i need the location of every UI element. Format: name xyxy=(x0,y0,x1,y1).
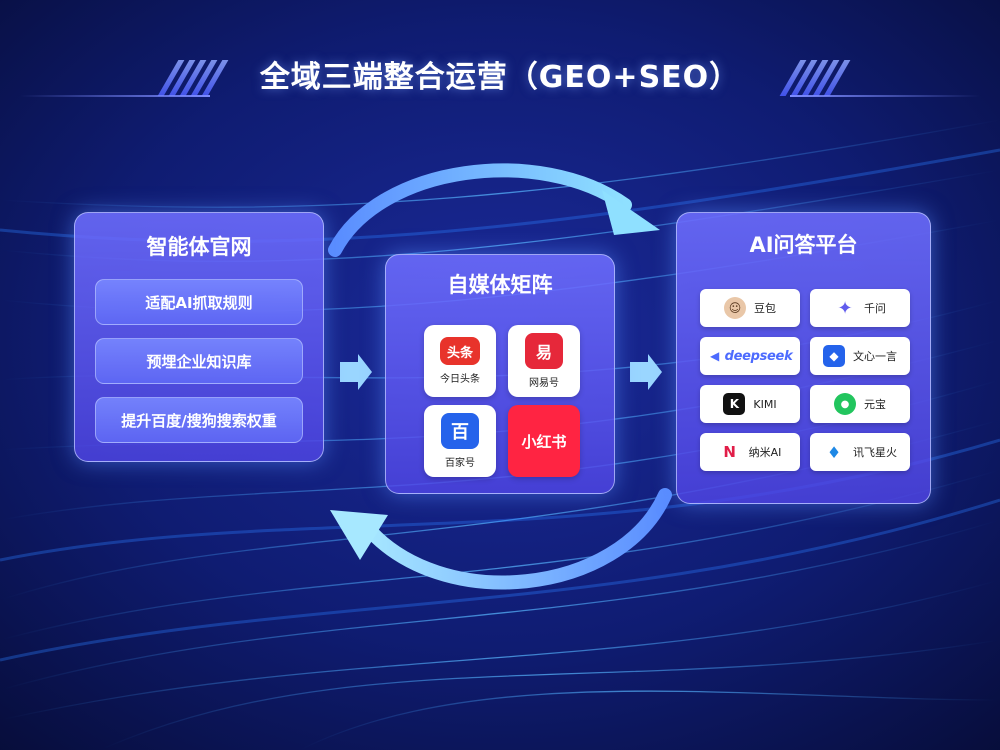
website-panel: 智能体官网 适配AI抓取规则 预埋企业知识库 提升百度/搜狗搜索权重 xyxy=(74,212,324,462)
doubao-icon: ☺ xyxy=(724,297,746,319)
ai-card-kimi: K KIMI xyxy=(700,385,800,423)
feature-item: 预埋企业知识库 xyxy=(95,338,303,384)
wenxin-icon: ◆ xyxy=(823,345,845,367)
bottom-cycle-arrow xyxy=(358,488,672,590)
feature-item: 提升百度/搜狗搜索权重 xyxy=(95,397,303,443)
app-name: 网易号 xyxy=(529,378,559,389)
ai-card-wenxin: ◆ 文心一言 xyxy=(810,337,910,375)
ai-card-namiai: N 纳米AI xyxy=(700,433,800,471)
media-matrix-panel: 自媒体矩阵 头条 今日头条 易 网易号 百 百家号 小红书 xyxy=(385,254,615,494)
media-matrix-title: 自媒体矩阵 xyxy=(447,273,553,297)
xiaohongshu-icon: 小红书 xyxy=(521,432,567,451)
kimi-icon: K xyxy=(723,393,746,415)
feature-item: 适配AI抓取规则 xyxy=(95,279,303,325)
app-name: 百家号 xyxy=(445,458,475,469)
app-card-netease: 易 网易号 xyxy=(508,325,580,397)
flow-arrow-left xyxy=(340,354,372,390)
qianwen-icon: ✦ xyxy=(834,297,856,319)
namiai-icon: N xyxy=(718,441,741,463)
top-cycle-arrowhead xyxy=(602,190,660,235)
ai-card-qianwen: ✦ 千问 xyxy=(810,289,910,327)
title-line-left xyxy=(20,95,210,97)
ai-name: KIMI xyxy=(753,397,777,411)
ai-name: 讯飞星火 xyxy=(853,446,897,459)
deepseek-icon: ◀ xyxy=(707,345,722,367)
ai-name: 纳米AI xyxy=(748,446,782,459)
page-title: 全域三端整合运营（GEO+SEO） xyxy=(259,60,741,95)
ai-name: 千问 xyxy=(864,302,886,315)
baijiahao-icon: 百 xyxy=(441,413,479,449)
ai-qa-panel: AI问答平台 ☺ 豆包 ✦ 千问 ◀ deepseek ◆ 文心一言 K KIM… xyxy=(676,212,931,504)
xunfei-icon: ♦ xyxy=(823,441,845,463)
app-card-toutiao: 头条 今日头条 xyxy=(424,325,496,397)
netease-icon: 易 xyxy=(525,333,563,369)
ai-card-deepseek: ◀ deepseek xyxy=(700,337,800,375)
app-card-xiaohongshu: 小红书 xyxy=(508,405,580,477)
top-cycle-arrow xyxy=(328,163,632,257)
bottom-cycle-arrowhead xyxy=(330,510,388,560)
yuanbao-icon: ● xyxy=(834,393,856,415)
deepseek-wordmark: deepseek xyxy=(724,348,793,364)
app-card-baijiahao: 百 百家号 xyxy=(424,405,496,477)
ai-name: 豆包 xyxy=(754,302,776,315)
ai-card-yuanbao: ● 元宝 xyxy=(810,385,910,423)
ai-name: 元宝 xyxy=(864,398,886,411)
website-panel-title: 智能体官网 xyxy=(146,235,252,259)
app-name: 今日头条 xyxy=(440,374,480,385)
ai-name: 文心一言 xyxy=(853,350,897,363)
ai-card-xunfei: ♦ 讯飞星火 xyxy=(810,433,910,471)
toutiao-icon: 头条 xyxy=(440,337,480,365)
ai-card-doubao: ☺ 豆包 xyxy=(700,289,800,327)
ai-qa-title: AI问答平台 xyxy=(749,233,858,257)
flow-arrow-right xyxy=(630,354,662,390)
